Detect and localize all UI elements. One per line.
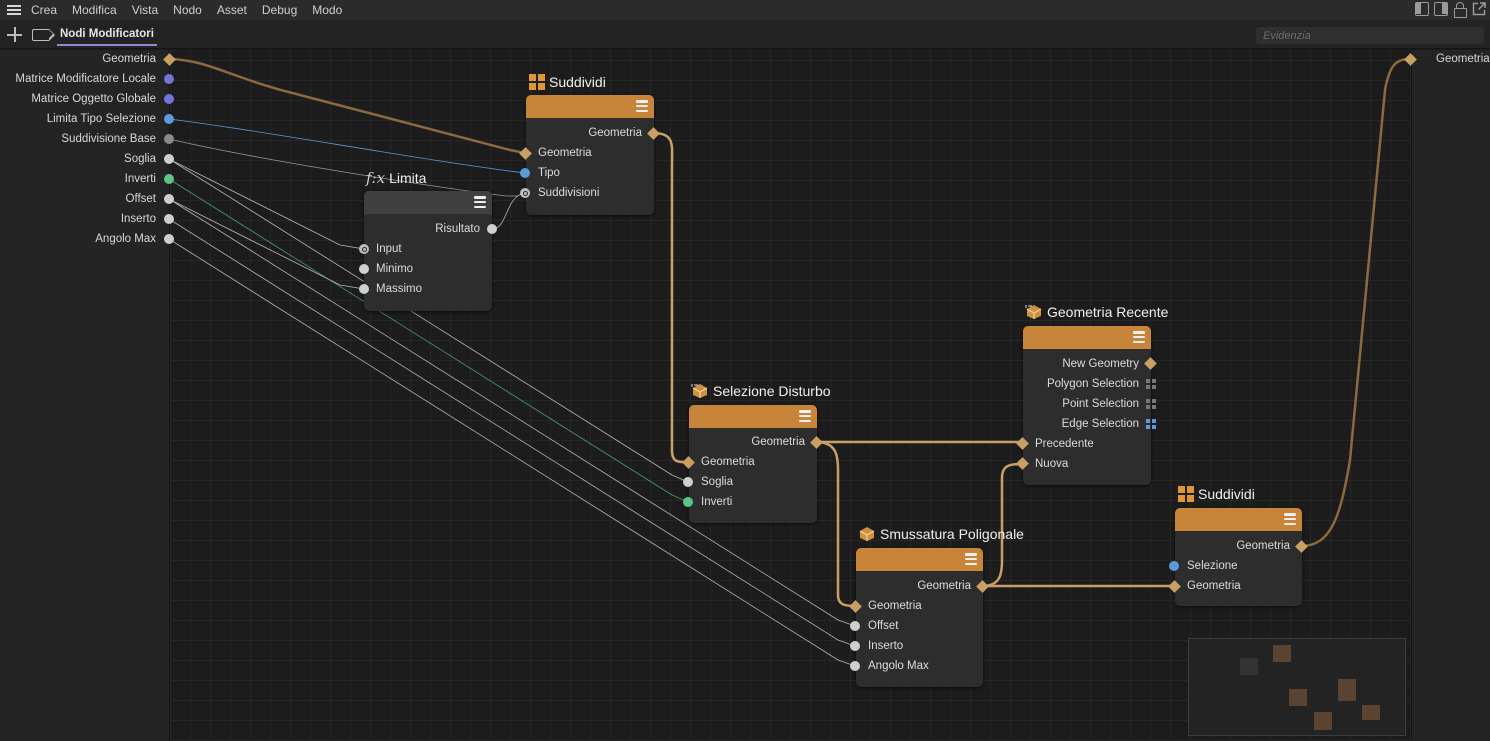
input-geometria: Geometria	[538, 147, 592, 159]
input-port-inserto: Inserto	[120, 213, 156, 225]
input-input: Input	[376, 243, 402, 255]
node-menu-icon[interactable]	[965, 553, 977, 565]
input-geometria: Geometria	[868, 600, 922, 612]
add-tab-icon[interactable]	[7, 27, 22, 42]
node-menu-icon[interactable]	[1133, 331, 1145, 343]
subdivide-icon	[1178, 486, 1194, 502]
menu-vista[interactable]: Vista	[131, 3, 159, 17]
input-port-limita-tipo-selezione: Limita Tipo Selezione	[46, 113, 156, 125]
node-header[interactable]	[364, 191, 492, 214]
input-inverti: Inverti	[701, 496, 733, 508]
node-title-geometria-recente[interactable]: Geometria Recente	[1025, 304, 1168, 320]
lock-icon[interactable]	[1453, 2, 1467, 18]
input-geometria: Geometria	[1187, 580, 1241, 592]
menu-nodo[interactable]: Nodo	[173, 3, 202, 17]
menu-crea[interactable]: Crea	[31, 3, 58, 17]
tab-nodi-modificatori[interactable]: Nodi Modificatori	[57, 24, 157, 46]
input-port-suddivisione-base: Suddivisione Base	[61, 133, 156, 145]
node-header[interactable]	[689, 405, 817, 428]
tab-bar: Nodi Modificatori	[0, 20, 1490, 49]
output-risultato: Risultato	[435, 223, 480, 235]
input-suddivisioni: Suddivisioni	[538, 187, 600, 199]
node-title-suddividi-2[interactable]: Suddividi	[1178, 486, 1255, 502]
node-menu-icon[interactable]	[636, 100, 648, 112]
output-port-geometria: Geometria	[1436, 53, 1490, 65]
node-title-text: Limita	[389, 170, 427, 186]
node-menu-icon[interactable]	[799, 410, 811, 422]
selection-cube-icon	[691, 384, 708, 398]
input-port-matrice-oggetto-globale: Matrice Oggetto Globale	[31, 93, 156, 105]
input-nuova: Nuova	[1035, 458, 1069, 470]
graph-outputs-panel: Geometria	[1411, 50, 1490, 741]
menu-asset[interactable]: Asset	[216, 3, 247, 17]
geometry-cube-icon	[1025, 305, 1042, 319]
node-title-smussatura-poligonale[interactable]: Smussatura Poligonale	[858, 526, 1024, 542]
menu-debug[interactable]: Debug	[261, 3, 298, 17]
node-title-text: Suddividi	[1198, 486, 1255, 502]
node-suddividi[interactable]: Geometria Geometria Tipo Suddivisioni	[526, 95, 654, 215]
input-minimo: Minimo	[376, 263, 414, 275]
output-geometria: Geometria	[917, 580, 971, 592]
graph-inputs-panel: Geometria Matrice Modificatore Locale Ma…	[0, 50, 170, 741]
output-edge-selection: Edge Selection	[1061, 418, 1139, 430]
subdivide-icon	[529, 74, 545, 90]
input-port-soglia: Soglia	[124, 153, 156, 165]
input-precedente: Precedente	[1035, 438, 1094, 450]
input-tipo: Tipo	[538, 167, 560, 179]
node-menu-icon[interactable]	[1284, 513, 1296, 525]
input-selezione: Selezione	[1187, 560, 1238, 572]
dock-right-icon[interactable]	[1434, 2, 1448, 16]
input-port-offset: Offset	[125, 193, 156, 205]
node-title-text: Smussatura Poligonale	[880, 526, 1024, 542]
node-header[interactable]	[1023, 326, 1151, 349]
input-inserto: Inserto	[868, 640, 904, 652]
menu-modifica[interactable]: Modifica	[72, 3, 117, 17]
output-new-geometry: New Geometry	[1062, 358, 1139, 370]
output-geometria: Geometria	[588, 127, 642, 139]
menu-bar: Crea Modifica Vista Nodo Asset Debug Mod…	[0, 0, 1490, 20]
node-selezione-disturbo[interactable]: Geometria Geometria Soglia Inverti	[689, 405, 817, 523]
tag-icon[interactable]	[32, 28, 55, 41]
node-header[interactable]	[526, 95, 654, 118]
node-title-text: Selezione Disturbo	[713, 383, 831, 399]
output-geometria: Geometria	[1236, 540, 1290, 552]
bevel-icon	[859, 527, 875, 541]
input-port-inverti: Inverti	[124, 173, 156, 185]
node-title-suddividi[interactable]: Suddividi	[529, 74, 606, 90]
output-polygon-selection: Polygon Selection	[1046, 378, 1139, 390]
input-port-angolo-max: Angolo Max	[95, 233, 156, 245]
highlight-search-input[interactable]	[1256, 27, 1484, 44]
output-geometria: Geometria	[751, 436, 805, 448]
node-suddividi-2[interactable]: Geometria Selezione Geometria	[1175, 508, 1302, 606]
function-icon: f:x	[366, 169, 386, 187]
window-controls	[1415, 2, 1486, 18]
input-offset: Offset	[868, 620, 899, 632]
node-limita[interactable]: Risultato Input Minimo Massimo	[364, 191, 492, 311]
node-geometria-recente[interactable]: New Geometry Polygon Selection Point Sel…	[1023, 326, 1151, 485]
node-smussatura-poligonale[interactable]: Geometria Geometria Offset Inserto Angol…	[856, 548, 983, 687]
input-massimo: Massimo	[376, 283, 423, 295]
node-title-limita[interactable]: f:x Limita	[366, 169, 426, 187]
node-menu-icon[interactable]	[474, 196, 486, 208]
input-angolo-max: Angolo Max	[868, 660, 929, 672]
node-title-text: Geometria Recente	[1047, 304, 1169, 320]
menu-modo[interactable]: Modo	[312, 3, 343, 17]
input-soglia: Soglia	[701, 476, 733, 488]
dock-left-icon[interactable]	[1415, 2, 1429, 16]
node-header[interactable]	[1175, 508, 1302, 531]
node-title-text: Suddividi	[549, 74, 606, 90]
input-geometria: Geometria	[701, 456, 755, 468]
node-title-selezione-disturbo[interactable]: Selezione Disturbo	[691, 383, 831, 399]
hamburger-menu-icon[interactable]	[7, 5, 21, 15]
input-port-geometria: Geometria	[102, 53, 156, 65]
input-port-matrice-modificatore-locale: Matrice Modificatore Locale	[15, 73, 156, 85]
node-header[interactable]	[856, 548, 983, 571]
popout-icon[interactable]	[1472, 2, 1486, 16]
output-point-selection: Point Selection	[1062, 398, 1139, 410]
